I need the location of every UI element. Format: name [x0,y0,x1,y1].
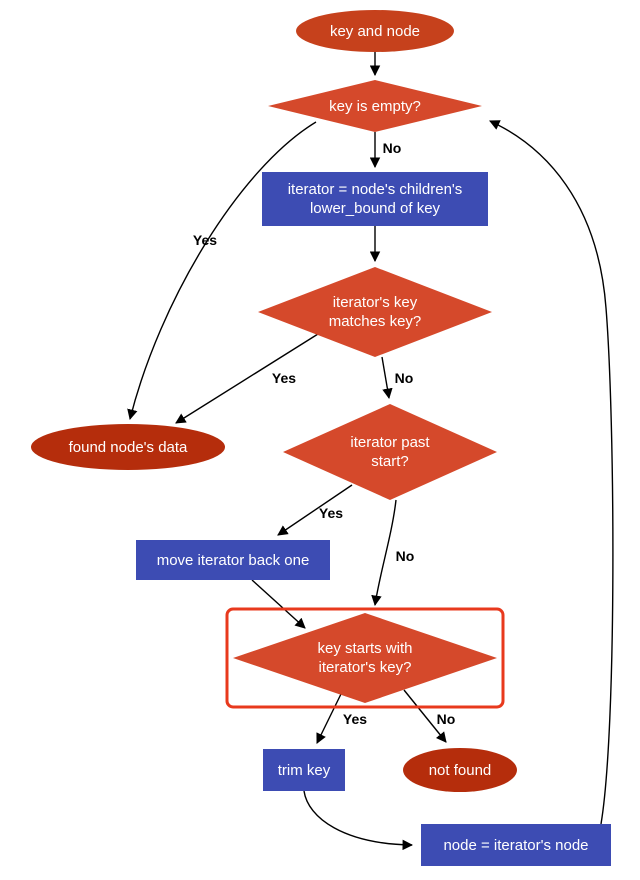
edge-labels-layer: No Yes Yes No Yes No Yes No [193,140,455,727]
starts-with-diamond-shape [233,613,497,703]
matches-diamond-shape [258,267,492,357]
found-ellipse-shape [31,424,225,470]
nodes-layer: key and node key is empty? iterator = no… [31,10,611,866]
node-node-assign: node = iterator's node [421,824,611,866]
highlight-border [225,607,505,709]
matches-label-line2: matches key? [329,313,422,330]
edge-matches-yes-to-found [175,333,319,424]
edge-past-yes-to-moveback [277,484,353,536]
node-found-nodes-data: found node's data [31,424,225,470]
lower-bound-label-line1: iterator = node's children's [288,181,463,198]
found-label: found node's data [69,439,188,456]
edge-matches-no-to-past [381,356,393,400]
past-start-label-line1: iterator past [350,434,430,451]
node-assign-rect-shape [421,824,611,866]
edge-label-starts-yes: Yes [343,711,367,727]
edge-label-matches-no: No [395,370,414,386]
past-start-label-line2: start? [371,453,409,470]
node-trim-key: trim key [263,749,345,791]
edge-empty-yes-to-found [127,121,317,421]
edge-label-past-no: No [396,548,415,564]
start-label: key and node [330,23,420,40]
node-not-found: not found [403,748,517,792]
node-assign-label: node = iterator's node [443,837,588,854]
key-is-empty-label: key is empty? [329,98,421,115]
edge-label-empty-no: No [383,140,402,156]
starts-with-label-line2: iterator's key? [319,659,412,676]
not-found-label: not found [429,762,492,779]
node-matches: iterator's key matches key? [258,267,492,357]
edge-nodeassign-loop-to-empty [489,120,614,825]
node-starts-with: key starts with iterator's key? [233,613,497,703]
edge-moveback-to-startswith [251,579,306,629]
starts-with-label-line1: key starts with [317,640,412,657]
edge-label-past-yes: Yes [319,505,343,521]
edges-layer [127,52,614,851]
trim-key-rect-shape [263,749,345,791]
edge-past-no-to-startswith [371,499,397,607]
node-key-and-node: key and node [296,10,454,52]
start-ellipse-shape [296,10,454,52]
node-lower-bound: iterator = node's children's lower_bound… [262,172,488,226]
edge-label-starts-no: No [437,711,456,727]
key-is-empty-diamond-shape [268,80,482,132]
edge-trimkey-to-nodeassign [303,790,414,851]
trim-key-label: trim key [278,762,331,779]
node-key-is-empty: key is empty? [268,80,482,132]
not-found-ellipse-shape [403,748,517,792]
edge-label-matches-yes: Yes [272,370,296,386]
move-back-label: move iterator back one [157,552,310,569]
edge-startswith-no-to-notfound [403,689,447,743]
edge-startswith-yes-to-trimkey [316,693,342,744]
lower-bound-label-line2: lower_bound of key [310,200,441,217]
matches-label-line1: iterator's key [333,294,418,311]
past-start-diamond-shape [283,404,497,500]
move-back-rect-shape [136,540,330,580]
lower-bound-rect-shape [262,172,488,226]
edge-label-empty-yes: Yes [193,232,217,248]
node-move-back: move iterator back one [136,540,330,580]
node-past-start: iterator past start? [283,404,497,500]
